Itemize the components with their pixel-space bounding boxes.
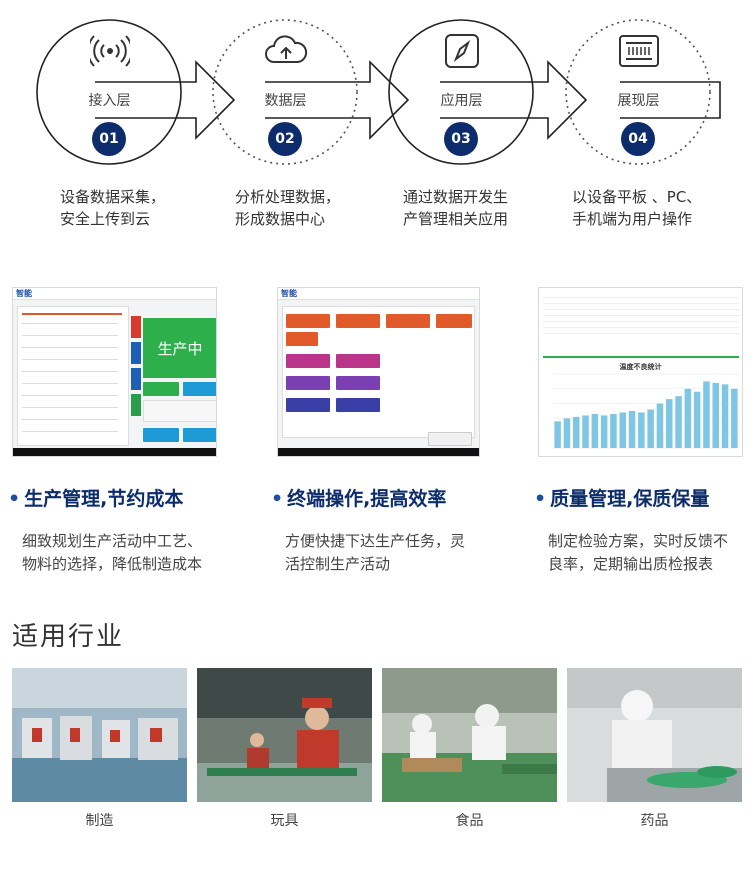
industry-label: 食品 [455,813,484,829]
chart-bar [693,391,701,448]
quality-chart-title: 温度不良统计 [619,363,662,371]
feature-title: •终端操作,提高效率 [271,488,447,510]
factory-workshop-photo [12,668,187,802]
stage-description: 设备数据采集，安全上传到云 [60,188,166,228]
chart-bar [619,412,627,448]
stage-description: 以设备平板 、PC、手机端为用户操作 [572,188,702,228]
stage-application-layer: 应用层 03 [384,12,539,172]
chart-bar [610,413,617,448]
chart-bar [712,382,720,448]
industry-label: 药品 [640,813,669,829]
chart-bar [647,409,654,448]
chart-bar [684,388,692,448]
chart-bar [665,399,673,448]
stage-description: 通过数据开发生产管理相关应用 [403,188,509,228]
stage-description: 分析处理数据，形成数据中心 [235,188,341,228]
feature-description: 细致规划生产活动中工艺、物料的选择，降低制造成本 [22,532,203,573]
stage-name: 展现层 [617,93,660,109]
stage-name: 应用层 [440,93,483,109]
feature-description: 方便快捷下达生产任务，灵活控制生产活动 [285,532,466,573]
stage-number-badge: 04 [621,122,655,156]
layer-flow: 接入层 01 数据层 02 应用层 03 [0,0,755,250]
industry-label: 制造 [85,813,114,829]
chart-bar [656,403,664,448]
chart-bar [675,396,682,448]
cloud-upload-icon [208,34,363,68]
stage-presentation-layer: 展现层 04 [561,12,716,172]
pharmaceutical-production-photo [567,668,742,802]
quality-management-screenshot: 温度不良统计 [538,287,743,457]
flow-connector [36,19,721,165]
display-panel-icon [561,34,716,68]
stage-name: 数据层 [264,93,307,109]
chart-bar [600,415,608,448]
chart-bar [554,421,561,448]
terminal-operation-screenshot: 智能 [277,287,480,457]
industry-label: 玩具 [270,813,299,829]
chart-bar [721,384,729,448]
chart-bar [638,412,645,448]
chart-bar [731,388,738,448]
chart-bar [703,381,710,448]
production-status: 生产中 [157,339,203,358]
quality-bar-chart [553,373,739,449]
feature-description: 制定检验方案，实时反馈不良率，定期输出质检报表 [548,532,729,573]
compass-icon [384,34,539,68]
chart-bar [591,413,599,448]
chart-bar [582,415,589,448]
toy-assembly-line-photo [197,668,372,802]
feature-title: •生产管理,节约成本 [8,488,184,510]
chart-bar [563,418,571,448]
stage-data-layer: 数据层 02 [208,12,363,172]
production-management-screenshot: 智能 生产中 [12,287,217,457]
wireless-signal-icon [32,34,187,68]
chart-bar [628,411,636,448]
industries-heading: 适用行业 [12,622,125,652]
food-processing-photo [382,668,557,802]
stage-number-badge: 02 [268,122,302,156]
stage-access-layer: 接入层 01 [32,12,187,172]
stage-name: 接入层 [88,93,131,109]
chart-bar [572,416,580,448]
stage-number-badge: 03 [444,122,478,156]
feature-title: •质量管理,保质保量 [534,488,710,510]
stage-number-badge: 01 [92,122,126,156]
